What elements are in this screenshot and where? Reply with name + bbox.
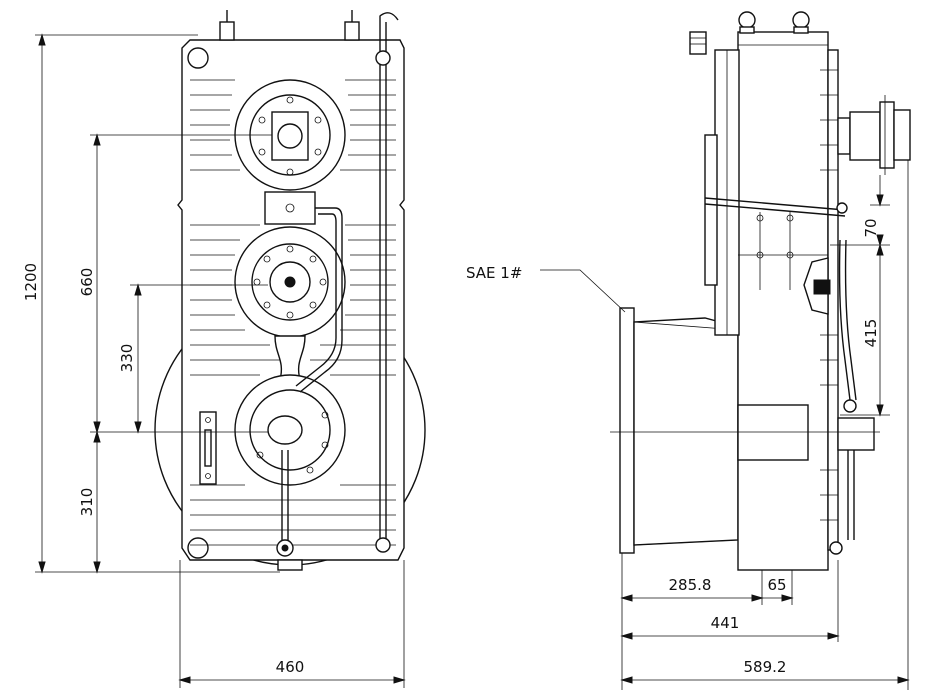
side-breather [689, 31, 707, 55]
side-vertical-dimensions [830, 160, 909, 690]
dim-top-offset: 70 [862, 218, 880, 237]
front-width-dimension [178, 560, 406, 688]
dim-small: 65 [767, 576, 786, 594]
side-view: SAE 1# 70 415 [466, 11, 911, 690]
side-ribs [820, 69, 838, 521]
top-lifting-lugs [219, 10, 360, 41]
corner-bolt-top-left [187, 47, 209, 69]
front-view: 1200 660 330 310 460 [22, 10, 426, 688]
dim-mid-span: 330 [118, 344, 136, 373]
side-horizontal-dimensions [620, 553, 910, 690]
side-internal-pipes [704, 197, 857, 555]
dim-partial: 285.8 [669, 576, 712, 594]
sae-bell-housing [619, 307, 739, 554]
sae-leader-line [540, 269, 626, 313]
side-lifting-eyes [738, 11, 810, 34]
dim-mid-width: 441 [711, 614, 740, 632]
drain-plug [277, 559, 303, 571]
upper-shaft-bearing [234, 79, 346, 191]
oil-level-gauge [199, 411, 217, 485]
dim-total-height: 1200 [22, 263, 40, 301]
housing-ribs [190, 79, 396, 546]
middle-junction-block [264, 191, 316, 225]
middle-shaft-bearing [234, 226, 346, 338]
output-coupling [837, 95, 911, 175]
dim-overall-width: 589.2 [744, 658, 787, 676]
lower-shaft-boss [737, 404, 875, 461]
dim-lower-span: 310 [78, 488, 96, 517]
dim-shaft-span: 415 [862, 319, 880, 348]
sae-label: SAE 1# [466, 264, 522, 282]
front-extension-lines [35, 34, 280, 573]
front-vertical-dimension-lines [38, 33, 142, 574]
middle-shaft-section [803, 257, 831, 315]
corner-bolt-bottom-left [187, 537, 209, 559]
lower-shaft-bearing [234, 374, 346, 486]
oil-pipes [276, 12, 399, 557]
dim-upper-span: 660 [78, 268, 96, 297]
dim-width: 460 [276, 658, 305, 676]
